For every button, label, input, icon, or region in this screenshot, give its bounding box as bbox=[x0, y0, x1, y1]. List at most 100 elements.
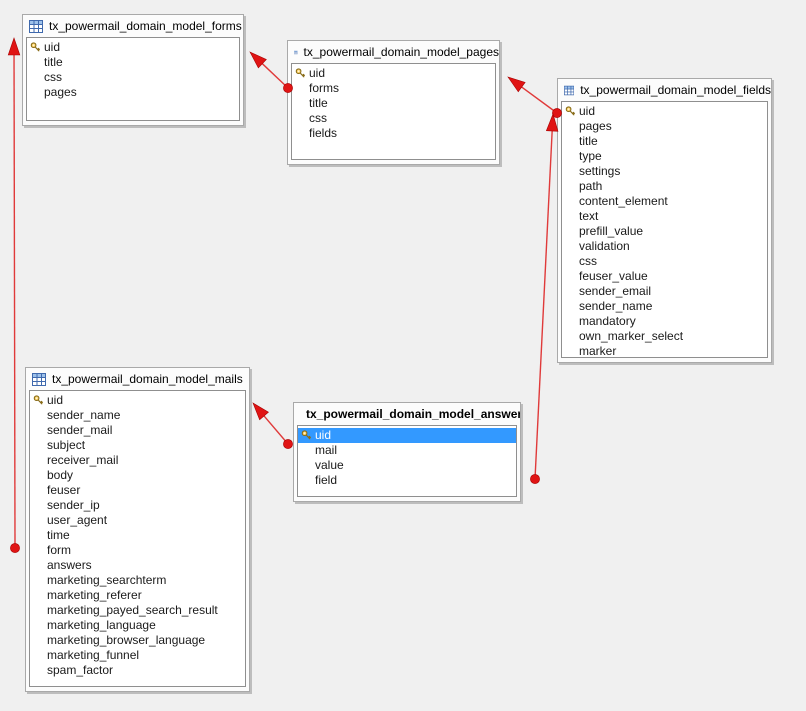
key-icon bbox=[30, 42, 40, 52]
field-row-mails-receiver_mail[interactable]: receiver_mail bbox=[30, 453, 245, 468]
field-row-answers-value[interactable]: value bbox=[298, 458, 516, 473]
field-row-mails-marketing_browser_language[interactable]: marketing_browser_language bbox=[30, 633, 245, 648]
field-name-label: sender_name bbox=[579, 299, 653, 313]
field-row-fields-path[interactable]: path bbox=[562, 179, 767, 194]
field-name-label: feuser bbox=[47, 483, 81, 497]
key-icon-cell bbox=[292, 68, 309, 79]
entity-table-header-forms[interactable]: tx_powermail_domain_model_forms bbox=[23, 15, 243, 37]
field-row-mails-sender_name[interactable]: sender_name bbox=[30, 408, 245, 423]
field-row-answers-mail[interactable]: mail bbox=[298, 443, 516, 458]
field-row-mails-answers[interactable]: answers bbox=[30, 558, 245, 573]
field-name-label: spam_factor bbox=[47, 663, 114, 677]
field-name-label: sender_ip bbox=[47, 498, 100, 512]
field-row-fields-sender_email[interactable]: sender_email bbox=[562, 284, 767, 299]
field-row-fields-mandatory[interactable]: mandatory bbox=[562, 314, 767, 329]
entity-table-header-answers[interactable]: tx_powermail_domain_model_answers bbox=[294, 403, 520, 425]
key-icon bbox=[301, 430, 311, 440]
field-row-fields-own_marker_select[interactable]: own_marker_select bbox=[562, 329, 767, 344]
field-row-forms-pages[interactable]: pages bbox=[27, 85, 239, 100]
field-row-fields-marker[interactable]: marker bbox=[562, 344, 767, 357]
table-icon bbox=[32, 372, 46, 386]
entity-table-title: tx_powermail_domain_model_mails bbox=[52, 372, 243, 386]
entity-table-header-pages[interactable]: tx_powermail_domain_model_pages bbox=[288, 41, 499, 63]
field-row-fields-css[interactable]: css bbox=[562, 254, 767, 269]
field-row-fields-validation[interactable]: validation bbox=[562, 239, 767, 254]
table-icon bbox=[294, 50, 298, 54]
entity-table-title: tx_powermail_domain_model_forms bbox=[49, 19, 242, 33]
field-row-mails-subject[interactable]: subject bbox=[30, 438, 245, 453]
field-row-fields-content_element[interactable]: content_element bbox=[562, 194, 767, 209]
field-row-fields-sender_name[interactable]: sender_name bbox=[562, 299, 767, 314]
field-name-label: title bbox=[44, 55, 63, 69]
field-row-mails-time[interactable]: time bbox=[30, 528, 245, 543]
field-name-label: content_element bbox=[579, 194, 668, 208]
field-name-label: fields bbox=[309, 126, 338, 140]
key-icon-cell bbox=[27, 42, 44, 53]
field-row-fields-settings[interactable]: settings bbox=[562, 164, 767, 179]
field-row-fields-text[interactable]: text bbox=[562, 209, 767, 224]
key-icon-cell bbox=[298, 430, 315, 441]
field-name-label: receiver_mail bbox=[47, 453, 119, 467]
field-row-pages-uid[interactable]: uid bbox=[292, 66, 495, 81]
field-row-pages-fields[interactable]: fields bbox=[292, 126, 495, 141]
field-row-mails-spam_factor[interactable]: spam_factor bbox=[30, 663, 245, 678]
field-name-label: validation bbox=[579, 239, 630, 253]
field-row-fields-pages[interactable]: pages bbox=[562, 119, 767, 134]
field-row-mails-marketing_searchterm[interactable]: marketing_searchterm bbox=[30, 573, 245, 588]
field-row-pages-forms[interactable]: forms bbox=[292, 81, 495, 96]
key-icon-cell bbox=[562, 106, 579, 117]
field-row-mails-user_agent[interactable]: user_agent bbox=[30, 513, 245, 528]
field-row-mails-uid[interactable]: uid bbox=[30, 393, 245, 408]
field-name-label: uid bbox=[309, 66, 326, 80]
field-name-label: feuser_value bbox=[579, 269, 648, 283]
field-row-answers-uid[interactable]: uid bbox=[298, 428, 516, 443]
field-name-label: body bbox=[47, 468, 74, 482]
field-name-label: mandatory bbox=[579, 314, 636, 328]
field-row-forms-uid[interactable]: uid bbox=[27, 40, 239, 55]
field-row-mails-body[interactable]: body bbox=[30, 468, 245, 483]
field-row-pages-title[interactable]: title bbox=[292, 96, 495, 111]
field-name-label: form bbox=[47, 543, 71, 557]
field-name-label: forms bbox=[309, 81, 339, 95]
entity-table-header-fields[interactable]: tx_powermail_domain_model_fields bbox=[558, 79, 771, 101]
field-row-mails-marketing_referer[interactable]: marketing_referer bbox=[30, 588, 245, 603]
field-row-mails-feuser[interactable]: feuser bbox=[30, 483, 245, 498]
field-row-forms-title[interactable]: title bbox=[27, 55, 239, 70]
field-name-label: css bbox=[44, 70, 62, 84]
field-row-fields-feuser_value[interactable]: feuser_value bbox=[562, 269, 767, 284]
field-row-mails-marketing_payed_search_result[interactable]: marketing_payed_search_result bbox=[30, 603, 245, 618]
field-row-pages-css[interactable]: css bbox=[292, 111, 495, 126]
field-row-forms-css[interactable]: css bbox=[27, 70, 239, 85]
field-name-label: value bbox=[315, 458, 344, 472]
field-row-fields-prefill_value[interactable]: prefill_value bbox=[562, 224, 767, 239]
field-name-label: marketing_payed_search_result bbox=[47, 603, 218, 617]
field-row-mails-sender_mail[interactable]: sender_mail bbox=[30, 423, 245, 438]
field-row-mails-form[interactable]: form bbox=[30, 543, 245, 558]
field-name-label: sender_mail bbox=[47, 423, 113, 437]
field-row-fields-uid[interactable]: uid bbox=[562, 104, 767, 119]
field-name-label: field bbox=[315, 473, 338, 487]
field-row-fields-type[interactable]: type bbox=[562, 149, 767, 164]
field-name-label: subject bbox=[47, 438, 86, 452]
field-row-fields-title[interactable]: title bbox=[562, 134, 767, 149]
field-name-label: marketing_language bbox=[47, 618, 156, 632]
field-name-label: pages bbox=[44, 85, 77, 99]
field-row-answers-field[interactable]: field bbox=[298, 473, 516, 488]
field-name-label: type bbox=[579, 149, 602, 163]
field-row-mails-sender_ip[interactable]: sender_ip bbox=[30, 498, 245, 513]
field-row-mails-marketing_language[interactable]: marketing_language bbox=[30, 618, 245, 633]
entity-table-title: tx_powermail_domain_model_pages bbox=[303, 45, 499, 59]
field-name-label: time bbox=[47, 528, 70, 542]
entity-table-header-mails[interactable]: tx_powermail_domain_model_mails bbox=[26, 368, 249, 390]
field-row-mails-marketing_funnel[interactable]: marketing_funnel bbox=[30, 648, 245, 663]
field-name-label: marketing_browser_language bbox=[47, 633, 206, 647]
field-name-label: pages bbox=[579, 119, 612, 133]
